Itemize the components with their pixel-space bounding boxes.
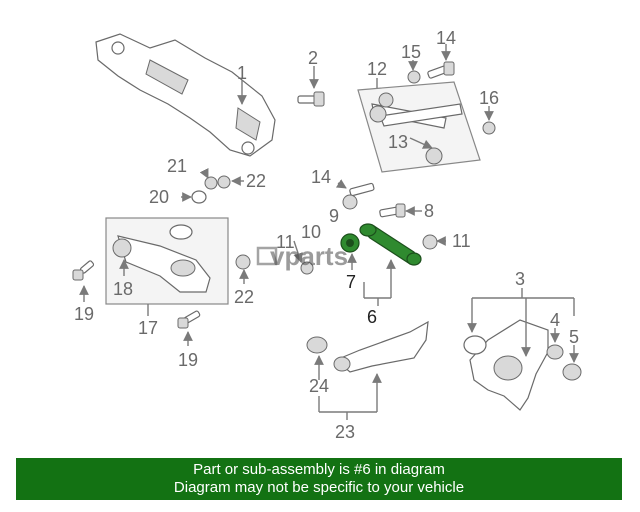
callout-2: 2 bbox=[308, 48, 318, 68]
callout-21: 21 bbox=[167, 156, 187, 176]
bolt-part-19-right bbox=[177, 310, 201, 329]
callout-4: 4 bbox=[550, 310, 560, 330]
bolt-part-14-top bbox=[427, 61, 455, 79]
callout-23: 23 bbox=[335, 422, 355, 442]
bolt-part-14-center bbox=[342, 182, 375, 210]
callout-11-right: 11 bbox=[452, 231, 471, 251]
callout-6: 6 bbox=[367, 307, 377, 327]
bushing-part-5 bbox=[562, 363, 582, 381]
callout-7: 7 bbox=[346, 272, 356, 292]
callout-1: 1 bbox=[237, 63, 247, 83]
nut-part-16 bbox=[482, 121, 496, 135]
watermark-text: vparts bbox=[270, 241, 348, 271]
washer-part-20 bbox=[191, 190, 207, 204]
callout-16: 16 bbox=[479, 88, 499, 108]
banner-line-1: Part or sub-assembly is #6 in diagram bbox=[193, 461, 445, 478]
callout-10: 10 bbox=[301, 222, 321, 242]
parts-diagram: vparts 1 2 3 4 5 6 7 8 9 10 11 11 12 13 … bbox=[72, 28, 582, 442]
callout-11-left: 11 bbox=[276, 232, 295, 252]
bushing-part-21 bbox=[204, 176, 218, 190]
callout-15: 15 bbox=[401, 42, 421, 62]
nut-part-11-left bbox=[300, 261, 314, 275]
lateral-link-part-6[interactable] bbox=[359, 223, 422, 266]
bolt-part-19-left bbox=[72, 260, 95, 281]
subframe-part-1 bbox=[95, 33, 276, 157]
callout-18: 18 bbox=[113, 279, 133, 299]
knuckle-part-3 bbox=[463, 319, 549, 411]
bolt-part-2 bbox=[297, 91, 325, 107]
bushing-part-7[interactable] bbox=[340, 233, 360, 253]
part-info-banner: Part or sub-assembly is #6 in diagram Di… bbox=[16, 458, 622, 500]
callout-5: 5 bbox=[569, 327, 579, 347]
leader-lines bbox=[79, 44, 579, 420]
callout-12: 12 bbox=[367, 59, 387, 79]
callout-19-left: 19 bbox=[74, 304, 94, 324]
watermark: vparts bbox=[256, 241, 348, 271]
nut-part-11-right bbox=[422, 234, 438, 250]
banner-line-2: Diagram may not be specific to your vehi… bbox=[173, 479, 465, 496]
callout-labels: 1 2 3 4 5 6 7 8 9 10 11 11 12 13 14 14 1… bbox=[74, 28, 579, 442]
trailing-arm-part-23 bbox=[333, 320, 429, 373]
bushing-part-4 bbox=[546, 344, 564, 360]
callout-3: 3 bbox=[515, 269, 525, 289]
callout-22-bottom: 22 bbox=[234, 287, 254, 307]
callout-24: 24 bbox=[309, 376, 329, 396]
callout-17: 17 bbox=[138, 318, 158, 338]
nut-part-22-bottom bbox=[235, 254, 251, 270]
callout-9: 9 bbox=[329, 206, 339, 226]
group-box-12 bbox=[357, 81, 481, 173]
callout-8: 8 bbox=[424, 201, 434, 221]
callout-14-top: 14 bbox=[436, 28, 456, 48]
bolt-part-8 bbox=[379, 203, 406, 218]
bushing-part-24 bbox=[306, 336, 328, 354]
callout-22-top: 22 bbox=[246, 171, 266, 191]
callout-20: 20 bbox=[149, 187, 169, 207]
nut-part-22-top bbox=[217, 175, 231, 189]
callout-19-right: 19 bbox=[178, 350, 198, 370]
callout-13: 13 bbox=[388, 132, 408, 152]
callout-14-center: 14 bbox=[311, 167, 331, 187]
nut-part-15 bbox=[407, 70, 421, 84]
